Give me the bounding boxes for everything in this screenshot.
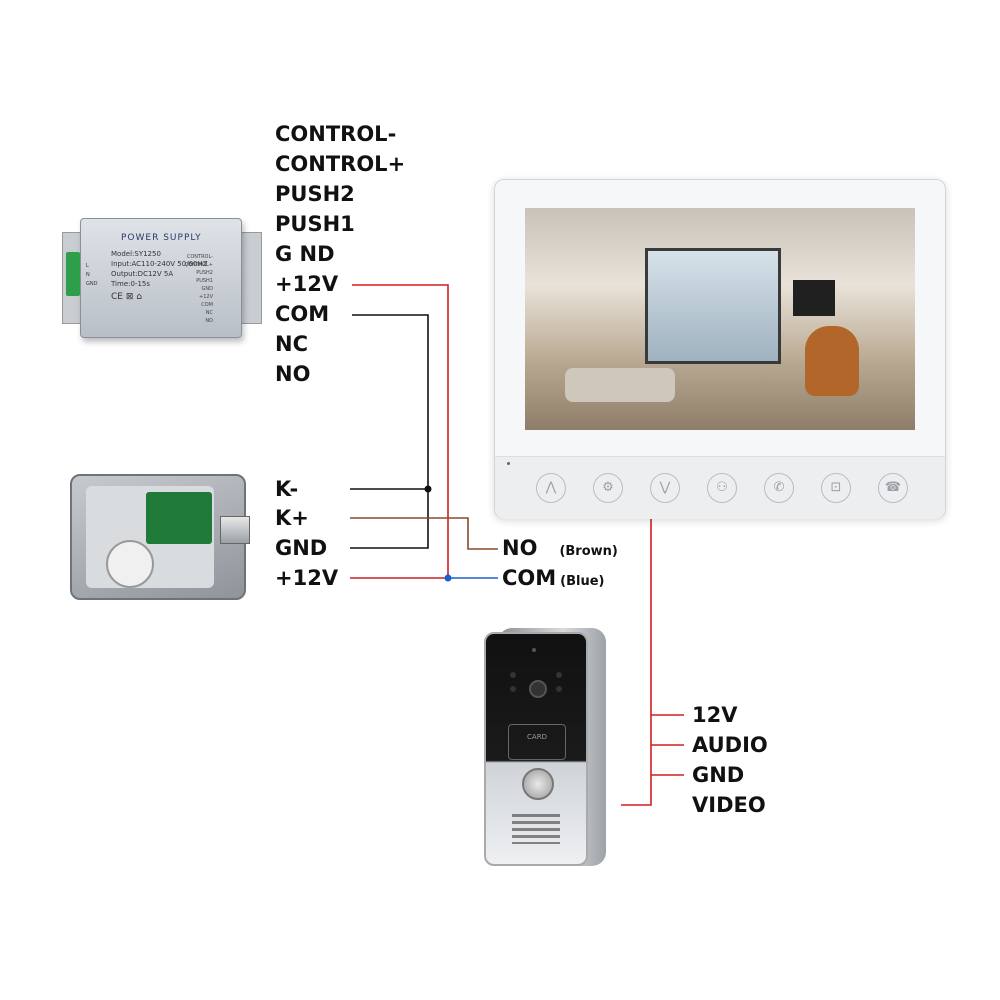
users-icon[interactable]: ⚇ bbox=[707, 473, 737, 503]
psu-pin: NC bbox=[205, 310, 213, 316]
psu-pin: L bbox=[86, 263, 89, 269]
door-label-audio: AUDIO bbox=[692, 733, 768, 757]
psu-pin-labels: CONTROL- CONTROL+ PUSH2 PUSH1 GND +12V C… bbox=[184, 253, 213, 325]
screen-sofa-image bbox=[565, 368, 675, 402]
lock-bolt bbox=[220, 516, 250, 544]
speaker-grill bbox=[512, 814, 560, 844]
indoor-monitor: ⋀ ⚙ ⋁ ⚇ ✆ ⊡ ☎ bbox=[494, 179, 946, 519]
com-label: COM bbox=[502, 566, 557, 590]
lock-circuit-board bbox=[146, 492, 212, 544]
electric-lock bbox=[70, 474, 250, 600]
door-label-gnd: GND bbox=[692, 763, 745, 787]
psu-label-gnd: G ND bbox=[275, 242, 335, 266]
power-supply: POWER SUPPLY Model:SY1250 Input:AC110-24… bbox=[62, 212, 262, 342]
psu-time: Time:0-15s bbox=[111, 280, 151, 288]
call-button[interactable] bbox=[522, 768, 554, 800]
psu-pin: GND bbox=[201, 286, 213, 292]
no-label: NO bbox=[502, 536, 538, 560]
psu-pin: COM bbox=[201, 302, 213, 308]
lock-label-gnd: GND bbox=[275, 536, 328, 560]
psu-label-no: NO bbox=[275, 362, 311, 386]
junction-kminus bbox=[424, 485, 432, 493]
gear-icon[interactable]: ⚙ bbox=[593, 473, 623, 503]
psu-title: POWER SUPPLY bbox=[121, 233, 202, 243]
psu-pin: NO bbox=[205, 318, 213, 324]
lock-inner bbox=[86, 486, 214, 588]
com-wire-color: (Blue) bbox=[560, 574, 605, 589]
psu-input: Input:AC110-240V 50/60HZ bbox=[111, 260, 208, 268]
monitor-label-com: COM(Blue) bbox=[502, 568, 605, 589]
door-label-12v: 12V bbox=[692, 703, 738, 727]
psu-pin: CONTROL+ bbox=[184, 262, 213, 268]
wire-kplus-brown bbox=[350, 517, 498, 550]
junction-12v bbox=[444, 574, 452, 582]
door-station: CARD bbox=[484, 628, 608, 868]
psu-specs: Model:SY1250 Input:AC110-240V 50/60HZ Ou… bbox=[111, 249, 208, 302]
screen-tv-image bbox=[793, 280, 835, 316]
lock-motor bbox=[106, 540, 154, 588]
psu-marks: CE ⊠ ⌂ bbox=[111, 292, 142, 302]
psu-label-control-plus: CONTROL+ bbox=[275, 152, 406, 176]
mic-hole bbox=[532, 648, 536, 652]
psu-label-push1: PUSH1 bbox=[275, 212, 355, 236]
door-station-face: CARD bbox=[484, 632, 588, 866]
lock-label-kminus: K- bbox=[275, 477, 299, 501]
psu-pin: GND bbox=[86, 281, 98, 287]
unlock-icon[interactable]: ⊡ bbox=[821, 473, 851, 503]
wire-psu-12v bbox=[350, 284, 449, 579]
psu-output: Output:DC12V 5A bbox=[111, 270, 174, 278]
psu-body: POWER SUPPLY Model:SY1250 Input:AC110-24… bbox=[80, 218, 242, 338]
psu-label-nc: NC bbox=[275, 332, 308, 356]
camera-lens bbox=[529, 680, 547, 698]
psu-model: Model:SY1250 bbox=[111, 250, 161, 258]
door-label-video: VIDEO bbox=[692, 793, 766, 817]
monitor-control-bar: ⋀ ⚙ ⋁ ⚇ ✆ ⊡ ☎ bbox=[495, 456, 945, 519]
lock-case bbox=[70, 474, 246, 600]
psu-label-push2: PUSH2 bbox=[275, 182, 355, 206]
no-wire-color: (Brown) bbox=[559, 544, 618, 559]
psu-pin: N bbox=[86, 272, 90, 278]
lock-label-kplus: K+ bbox=[275, 506, 309, 530]
phone-hangup-icon[interactable]: ☎ bbox=[878, 473, 908, 503]
psu-pin: +12V bbox=[199, 294, 213, 300]
monitor-label-no: NO (Brown) bbox=[502, 538, 618, 559]
screen-window-image bbox=[645, 248, 781, 364]
psu-pin: CONTROL- bbox=[186, 254, 213, 260]
psu-terminal-block bbox=[66, 252, 80, 296]
down-arrow-icon[interactable]: ⋁ bbox=[650, 473, 680, 503]
psu-label-12v: +12V bbox=[275, 272, 339, 296]
up-arrow-icon[interactable]: ⋀ bbox=[536, 473, 566, 503]
monitor-screen bbox=[525, 208, 915, 430]
phone-answer-icon[interactable]: ✆ bbox=[764, 473, 794, 503]
lock-label-12v: +12V bbox=[275, 566, 339, 590]
card-reader: CARD bbox=[508, 724, 566, 760]
psu-pin: PUSH1 bbox=[196, 278, 213, 284]
psu-pin: PUSH2 bbox=[196, 270, 213, 276]
screen-chair-image bbox=[805, 326, 859, 396]
card-reader-label: CARD bbox=[527, 733, 547, 741]
ir-leds bbox=[510, 672, 516, 678]
psu-left-pins: L N GND bbox=[86, 262, 97, 289]
psu-label-com: COM bbox=[275, 302, 330, 326]
power-led bbox=[507, 462, 510, 465]
wire-psu-com bbox=[350, 314, 429, 549]
psu-label-control-minus: CONTROL- bbox=[275, 122, 397, 146]
